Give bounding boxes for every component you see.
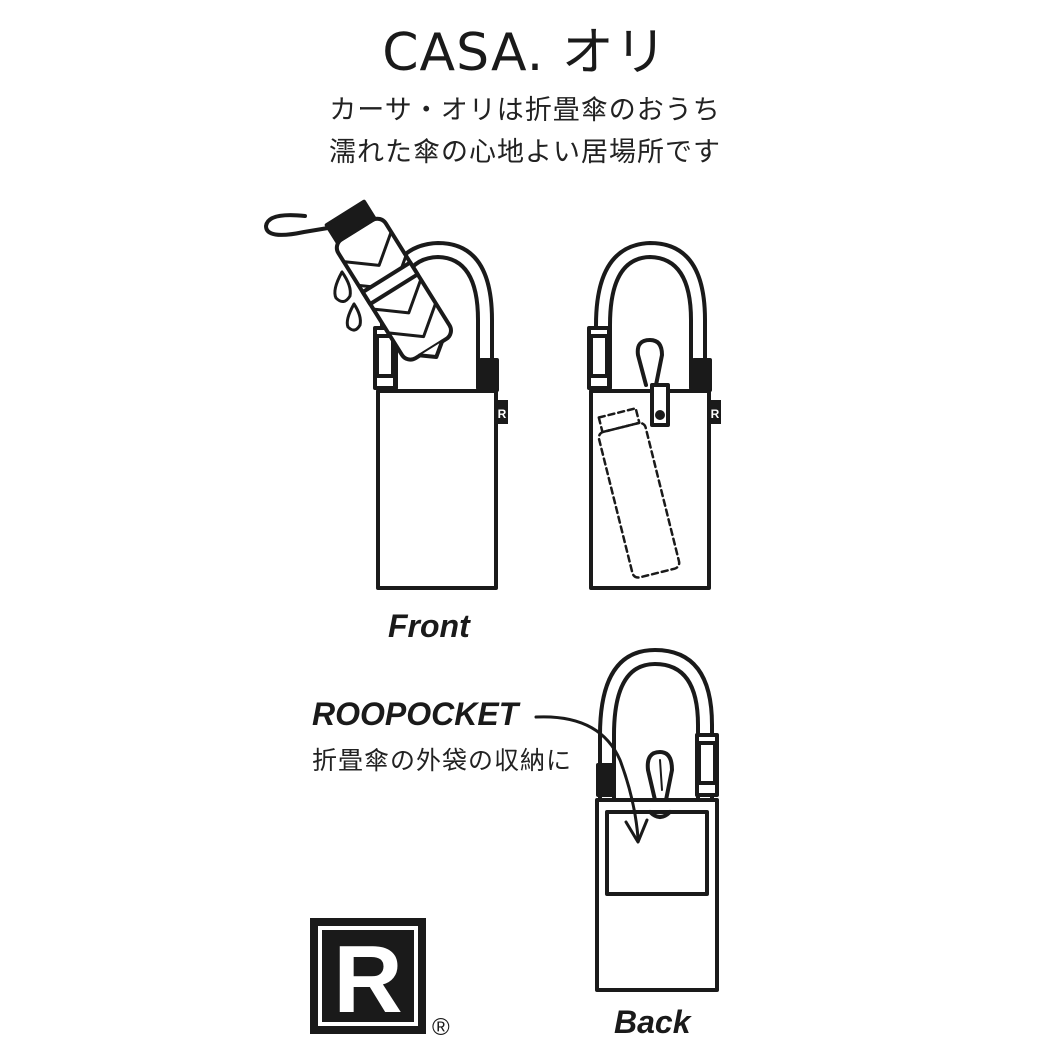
- subtitle-line-2: 濡れた傘の心地よい居場所です: [329, 137, 721, 168]
- roopocket-description: 折畳傘の外袋の収納に: [312, 746, 573, 775]
- inside-tag-letter: R: [711, 407, 720, 421]
- water-drop-icon: [333, 270, 352, 303]
- inside-bag: R: [587, 241, 721, 590]
- subtitle-line-1: カーサ・オリは折畳傘のおうち: [329, 95, 721, 126]
- arrow-icon: [534, 715, 649, 844]
- logo-letter: R: [333, 926, 402, 1033]
- page-title: CASA. オリ: [382, 23, 668, 83]
- back-bag: [595, 648, 719, 992]
- front-tag-letter: R: [498, 407, 507, 421]
- umbrella-icon: [264, 199, 453, 362]
- back-label: Back: [614, 1004, 691, 1040]
- brand-logo-icon: R: [310, 918, 426, 1034]
- roopocket-label: ROOPOCKET: [312, 696, 519, 732]
- water-drop-icon: [345, 302, 362, 332]
- front-label: Front: [388, 608, 470, 644]
- carabiner-icon: [635, 338, 670, 427]
- registered-mark: ®: [432, 1014, 450, 1041]
